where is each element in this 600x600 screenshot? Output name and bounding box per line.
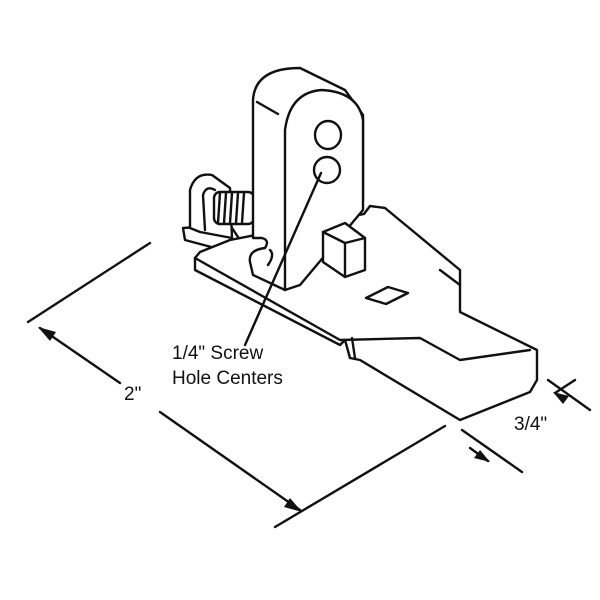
length-label: 2" [124, 384, 142, 405]
width-dimension [460, 378, 592, 474]
callout-line2: Hole Centers [172, 368, 283, 389]
screw-hole-top [313, 119, 343, 151]
callout-line1: 1/4" Screw [172, 343, 264, 364]
spring [212, 190, 256, 226]
callout-leader [243, 171, 323, 347]
length-dimension [26, 241, 447, 529]
slot [364, 285, 410, 306]
stop-block [321, 221, 367, 279]
post [248, 66, 365, 292]
width-label: 3/4" [514, 414, 548, 435]
